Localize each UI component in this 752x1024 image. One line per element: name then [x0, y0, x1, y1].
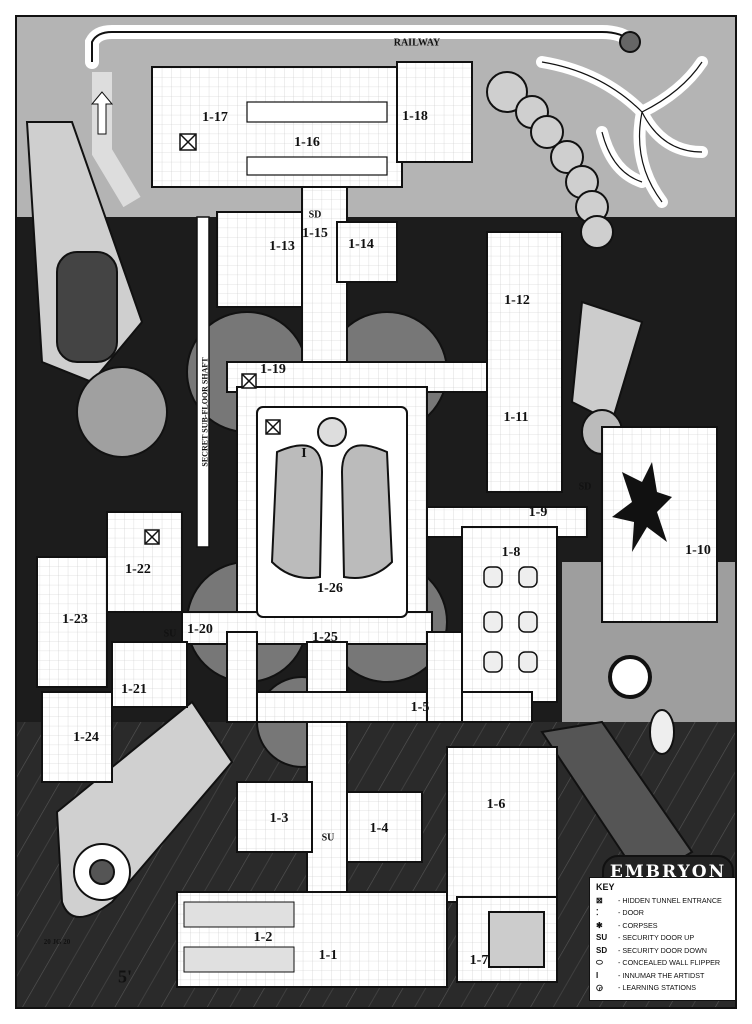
security-door-up-south: SU — [321, 832, 335, 844]
map-drawing — [17, 17, 735, 1007]
room-1-1-label: 1-1 — [318, 948, 338, 963]
room-1-20-label: 1-20 — [187, 622, 213, 637]
key-row: ⊠ - HIDDEN TUNNEL ENTRANCE — [596, 894, 732, 907]
railway-label: RAILWAY — [393, 37, 441, 49]
room-1-3-label: 1-3 — [269, 811, 289, 826]
room-1-18-label: 1-18 — [402, 109, 428, 124]
dungeon-map: 1-1 1-2 1-3 1-4 1-5 1-6 1-7 1-8 1-9 1-10… — [15, 15, 737, 1009]
map-key: KEY ⊠ - HIDDEN TUNNEL ENTRANCE ⁚ - DOOR ✱ -… — [589, 877, 735, 1001]
room-1-15-label: 1-15 — [302, 226, 328, 241]
room-1-9-label: 1-9 — [528, 505, 548, 520]
room-1-24-label: 1-24 — [73, 730, 99, 745]
artist-signature: 20 JG 20 — [43, 938, 71, 946]
door-icon: ⁚ — [596, 908, 599, 918]
room-1-12-label: 1-12 — [504, 293, 530, 308]
security-door-down-icon: SD — [596, 945, 608, 955]
key-row: ◶ - LEARNING STATIONS — [596, 982, 732, 995]
room-1-22-label: 1-22 — [125, 562, 151, 577]
security-door-down-north: SD — [308, 209, 322, 221]
key-row: ⬭ - CONCEALED WALL FLIPPER — [596, 957, 732, 970]
key-text: - CONCEALED WALL FLIPPER — [618, 958, 721, 968]
corpses-icon: ✱ — [596, 920, 603, 930]
learning-station-icon: ◶ — [596, 983, 603, 993]
room-1-11-label: 1-11 — [503, 410, 529, 425]
room-1-21-label: 1-21 — [121, 682, 147, 697]
key-text: - SECURITY DOOR DOWN — [618, 945, 707, 955]
room-1-5-label: 1-5 — [410, 700, 430, 715]
key-text: - INNUMAR THE ARTIDST — [618, 970, 705, 980]
room-1-16-label: 1-16 — [294, 135, 320, 150]
room-1-19-label: 1-19 — [260, 362, 286, 377]
key-row: ⁚ - DOOR — [596, 907, 732, 920]
key-text: - HIDDEN TUNNEL ENTRANCE — [618, 895, 722, 905]
security-door-down-east: SD — [578, 481, 592, 493]
room-1-7-label: 1-7 — [469, 953, 489, 968]
room-1-17-label: 1-17 — [202, 110, 228, 125]
room-1-2-label: 1-2 — [253, 930, 273, 945]
key-text: - LEARNING STATIONS — [618, 983, 697, 993]
security-door-up-icon: SU — [596, 933, 608, 943]
innumar-icon: I — [596, 970, 599, 980]
scale-label: 5' — [117, 966, 133, 987]
hidden-tunnel-icon: ⊠ — [596, 895, 603, 905]
room-1-8-label: 1-8 — [501, 545, 521, 560]
security-door-up-west: SU — [163, 628, 177, 640]
room-1-23-label: 1-23 — [62, 612, 88, 627]
room-1-25-label: 1-25 — [312, 630, 338, 645]
key-text: - CORPSES — [618, 920, 658, 930]
key-text: - DOOR — [618, 908, 644, 918]
key-row: I - INNUMAR THE ARTIDST — [596, 969, 732, 982]
key-row: SU - SECURITY DOOR UP — [596, 932, 732, 945]
room-1-10-label: 1-10 — [685, 543, 711, 558]
room-1-14-label: 1-14 — [348, 237, 374, 252]
wall-flipper-icon: ⬭ — [596, 957, 603, 967]
innumar-marker: I — [301, 446, 307, 461]
room-1-6-label: 1-6 — [486, 797, 506, 812]
key-row: ✱ - CORPSES — [596, 919, 732, 932]
key-text: - SECURITY DOOR UP — [618, 933, 695, 943]
room-1-4-label: 1-4 — [369, 821, 389, 836]
secret-shaft-label: SECRET SUB-FLOOR SHAFT — [200, 357, 210, 467]
key-title: KEY — [596, 882, 615, 892]
room-1-13-label: 1-13 — [269, 239, 295, 254]
key-row: SD - SECURITY DOOR DOWN — [596, 944, 732, 957]
room-1-26-label: 1-26 — [317, 581, 343, 596]
